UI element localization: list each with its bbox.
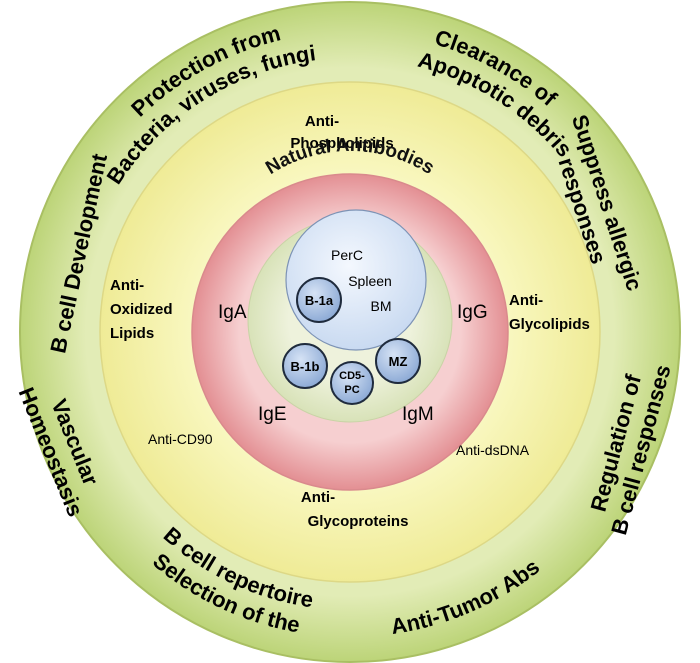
label-anti-dsdna: Anti-dsDNA [456, 442, 530, 458]
label-spleen: Spleen [348, 273, 392, 289]
label-iga: IgA [218, 302, 247, 323]
label-anti-oxidized-3: Lipids [110, 325, 154, 342]
cell-mz [375, 338, 421, 384]
cell-b1a [296, 277, 342, 323]
label-b1a: B-1a [305, 293, 334, 308]
label-anti-phospholipids-1: Anti- [305, 113, 339, 130]
label-anti-oxidized-1: Anti- [110, 277, 144, 294]
label-anti-phospholipids-2: Phospholipids [290, 135, 393, 152]
label-anti-glycoproteins-1: Anti- [301, 489, 335, 506]
label-anti-glycolipids-1: Anti- [509, 292, 543, 309]
label-anti-glycoproteins-2: Glycoproteins [308, 513, 409, 530]
cell-cd5-pc [330, 361, 374, 405]
label-anti-oxidized-2: Oxidized [110, 301, 173, 318]
label-igm: IgM [402, 404, 434, 425]
label-cd5: CD5- [339, 370, 365, 382]
cell-b1b [282, 343, 328, 389]
label-ige: IgE [258, 404, 287, 425]
label-anti-cd90: Anti-CD90 [148, 431, 213, 447]
label-b1b: B-1b [291, 359, 320, 374]
label-perc: PerC [331, 247, 363, 263]
label-mz: MZ [389, 354, 408, 369]
label-pc: PC [344, 384, 359, 396]
label-igg: IgG [457, 302, 488, 323]
label-anti-glycolipids-2: Glycolipids [509, 316, 590, 333]
label-bm: BM [371, 298, 392, 314]
